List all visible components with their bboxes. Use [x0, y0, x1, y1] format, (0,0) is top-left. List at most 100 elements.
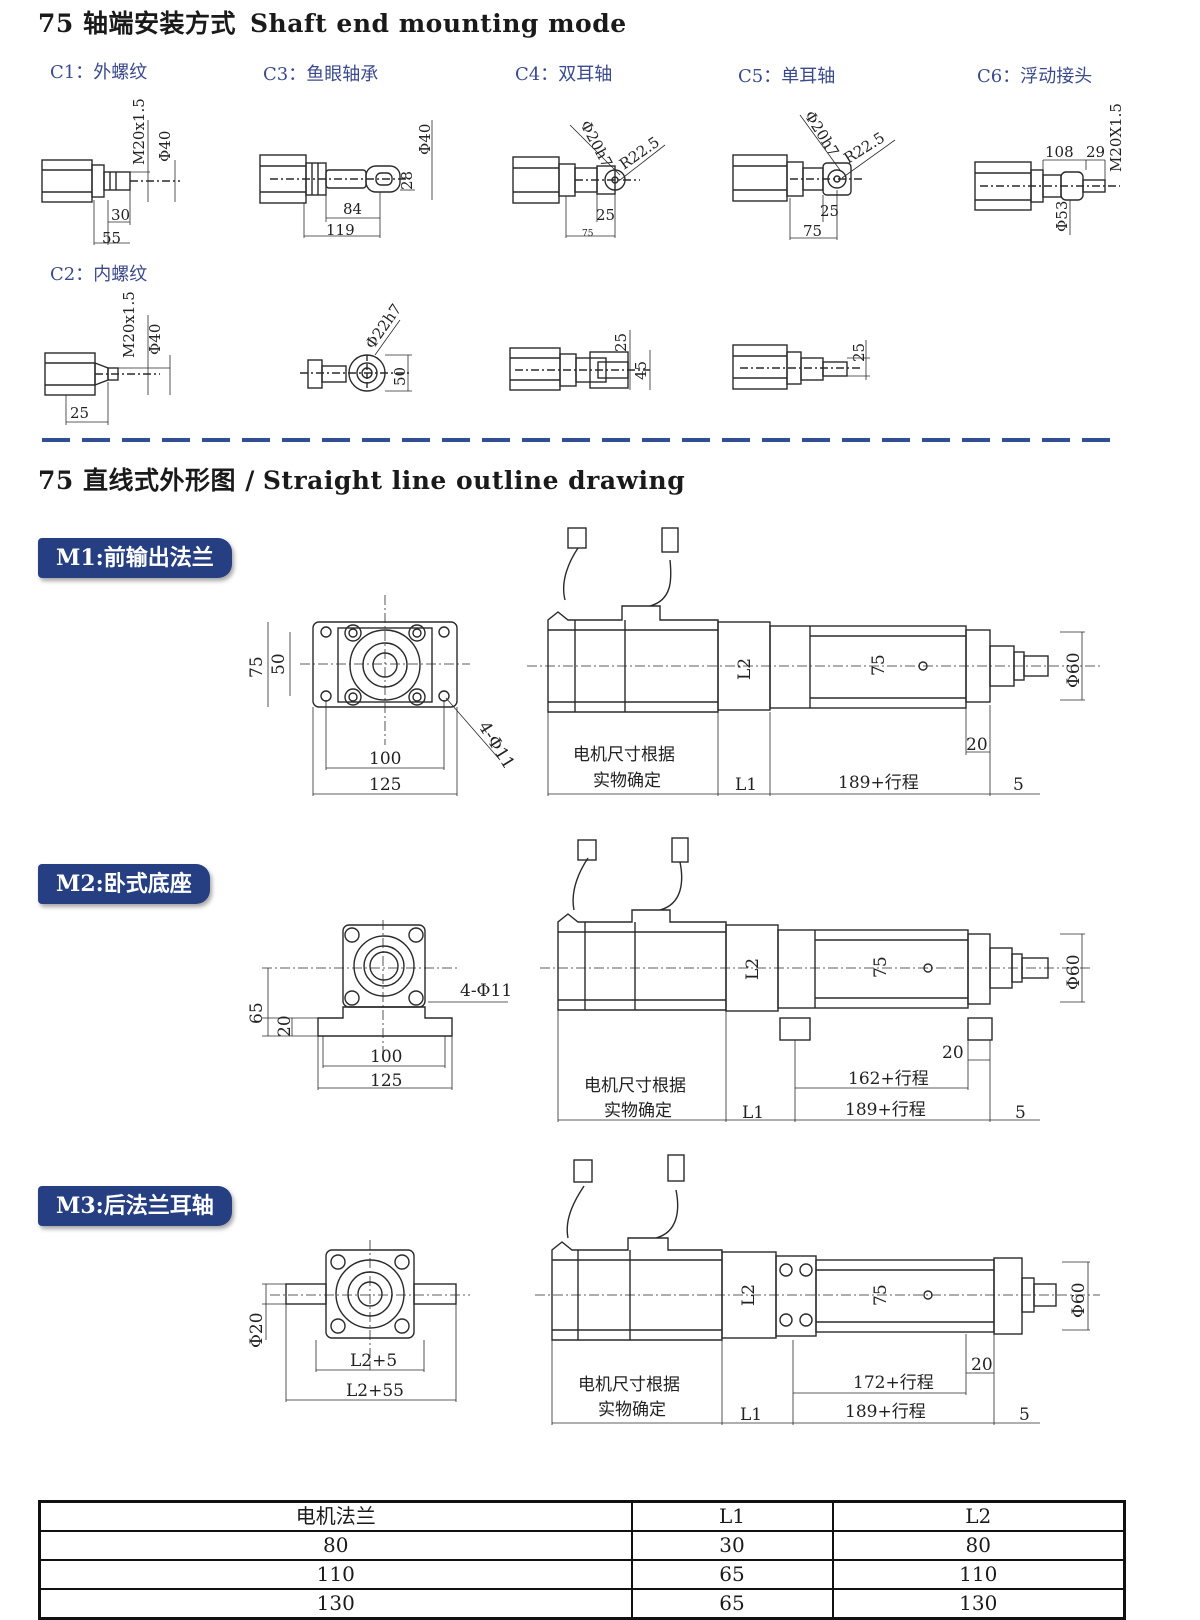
- c3-dim-119: 119: [326, 221, 355, 239]
- table-cell: 30: [630, 1530, 834, 1561]
- table-row: 80 30 80: [38, 1530, 1126, 1561]
- m2-dim-5: 5: [1015, 1103, 1026, 1123]
- b4-dim-25: 25: [850, 343, 868, 362]
- technical-drawing: M20x1.5 Φ40 30 55 Φ40 28 84 119 Φ20h7 R2…: [41, 98, 1125, 1425]
- b2-dim-50: 50: [391, 367, 409, 386]
- c1-dim-thread: M20x1.5: [130, 98, 148, 165]
- m2-dim-stroke2: 189+行程: [845, 1100, 926, 1120]
- table-header-row: 电机法兰 L1 L2: [38, 1500, 1126, 1532]
- m1-dim-l2: L2: [735, 658, 755, 680]
- b4-drawing: [732, 340, 870, 390]
- c6-dim-dia: Φ53: [1053, 201, 1071, 232]
- m2-dim-65: 65: [247, 1002, 267, 1024]
- m1-dim-20: 20: [966, 735, 988, 755]
- option-c5-label: C5：单耳轴: [738, 66, 836, 87]
- m3-note-line2: 实物确定: [598, 1400, 666, 1420]
- m3-dim-stroke1: 172+行程: [853, 1373, 934, 1393]
- option-c6-label: C6：浮动接头: [977, 66, 1093, 87]
- m3-dim-75b: 75: [871, 1284, 891, 1306]
- section2-title-cn: 75 直线式外形图 /: [38, 466, 255, 495]
- table-row: 130 65 130: [38, 1588, 1126, 1620]
- m3-dim-stroke2: 189+行程: [845, 1402, 926, 1422]
- c6-dim-thread: M20X1.5: [1107, 103, 1125, 172]
- m2-note-line1: 电机尺寸根据: [584, 1076, 686, 1096]
- c4-dim-25: 25: [596, 206, 615, 224]
- c2-dim-thread: M20x1.5: [120, 291, 138, 358]
- mount-badge-m3: M3:后法兰耳轴: [38, 1186, 232, 1226]
- m2-dim-125: 125: [370, 1071, 402, 1091]
- m3-dim-l2: L2: [739, 1284, 759, 1306]
- c4-dim-pin: Φ20h7: [576, 117, 616, 170]
- c6-dim-108: 108: [1045, 143, 1074, 161]
- m3-side-view: [535, 1154, 1100, 1425]
- c5-dim-25: 25: [820, 202, 839, 220]
- table-cell: 110: [38, 1559, 633, 1590]
- c2-dim-dia: Φ40: [146, 324, 164, 355]
- section-title-outline: 75 直线式外形图 /Straight line outline drawing: [38, 461, 685, 497]
- c1-dim-30: 30: [111, 206, 130, 224]
- c3-drawing: [259, 120, 433, 238]
- b2-drawing: [300, 319, 412, 392]
- table-cell: 65: [630, 1588, 834, 1620]
- m3-dim-5: 5: [1019, 1405, 1030, 1425]
- table-header-flange: 电机法兰: [38, 1500, 633, 1532]
- b3-dim-45: 45: [632, 361, 650, 380]
- table-cell: 65: [630, 1559, 834, 1590]
- c1-dim-55: 55: [102, 229, 121, 247]
- section2-title-en: Straight line outline drawing: [262, 466, 686, 495]
- c3-dim-28: 28: [398, 171, 416, 190]
- m3-dim-l2p5: L2+5: [350, 1351, 397, 1371]
- b3-dim-25: 25: [612, 333, 630, 352]
- m1-dim-75b: 75: [869, 654, 889, 676]
- m1-dim-75: 75: [247, 656, 267, 678]
- table-cell: 80: [38, 1530, 633, 1561]
- m3-note-line1: 电机尺寸根据: [578, 1375, 680, 1395]
- table-row: 110 65 110: [38, 1559, 1126, 1590]
- m1-dim-100: 100: [369, 749, 401, 769]
- c5-dim-75: 75: [803, 222, 822, 240]
- m1-dim-l1: L1: [735, 775, 757, 795]
- option-c4-label: C4：双耳轴: [515, 64, 613, 85]
- c3-dim-84: 84: [343, 200, 362, 218]
- m1-dim-stroke: 189+行程: [838, 773, 919, 793]
- m1-dim-phi60: Φ60: [1064, 652, 1084, 688]
- m2-dim-phi60: Φ60: [1064, 954, 1084, 990]
- table-cell: 110: [831, 1559, 1126, 1590]
- option-c2-label: C2：内螺纹: [50, 264, 148, 285]
- section-title-cn: 75 轴端安装方式: [38, 9, 236, 38]
- m1-dim-holes: 4-Φ11: [474, 718, 519, 773]
- c6-drawing: [974, 159, 1120, 235]
- m3-dim-phi20: Φ20: [247, 1312, 267, 1348]
- mount-badge-m2: M2:卧式底座: [38, 864, 210, 904]
- mount-badge-m1: M1:前输出法兰: [38, 538, 232, 578]
- m3-dim-phi60: Φ60: [1069, 1282, 1089, 1318]
- section-title-shaft-end: 75 轴端安装方式 Shaft end mounting mode: [38, 4, 627, 40]
- m1-dim-125: 125: [369, 775, 401, 795]
- m3-front-view: [262, 1240, 470, 1402]
- motor-flange-table: 电机法兰 L1 L2 80 30 80 110 65 110 130 65 13…: [38, 1500, 1126, 1620]
- m2-dim-75b: 75: [871, 956, 891, 978]
- c4-drawing: [512, 124, 666, 238]
- b3-drawing: [509, 330, 651, 391]
- m2-dim-20b: 20: [942, 1043, 964, 1063]
- m3-dim-l1: L1: [740, 1405, 762, 1425]
- table-cell: 130: [38, 1588, 633, 1620]
- c3-dim-dia: Φ40: [416, 124, 434, 155]
- m2-dim-l1: L1: [742, 1103, 764, 1123]
- m1-side-view: [527, 527, 1100, 796]
- c5-drawing: [732, 114, 896, 240]
- m2-dim-100: 100: [370, 1047, 402, 1067]
- option-c3-label: C3：鱼眼轴承: [263, 64, 379, 85]
- table-cell: 130: [831, 1588, 1126, 1620]
- m2-note-line2: 实物确定: [604, 1101, 672, 1121]
- table-header-l1: L1: [630, 1500, 834, 1532]
- c6-dim-29: 29: [1086, 143, 1105, 161]
- m1-dim-50: 50: [269, 653, 289, 675]
- m2-dim-20: 20: [275, 1015, 295, 1037]
- m2-dim-stroke1: 162+行程: [848, 1069, 929, 1089]
- section-title-en: Shaft end mounting mode: [250, 9, 627, 38]
- c2-drawing: [44, 315, 171, 425]
- m1-dim-5: 5: [1013, 775, 1024, 795]
- m3-dim-l2p55: L2+55: [346, 1381, 404, 1401]
- c2-dim-25: 25: [70, 404, 89, 422]
